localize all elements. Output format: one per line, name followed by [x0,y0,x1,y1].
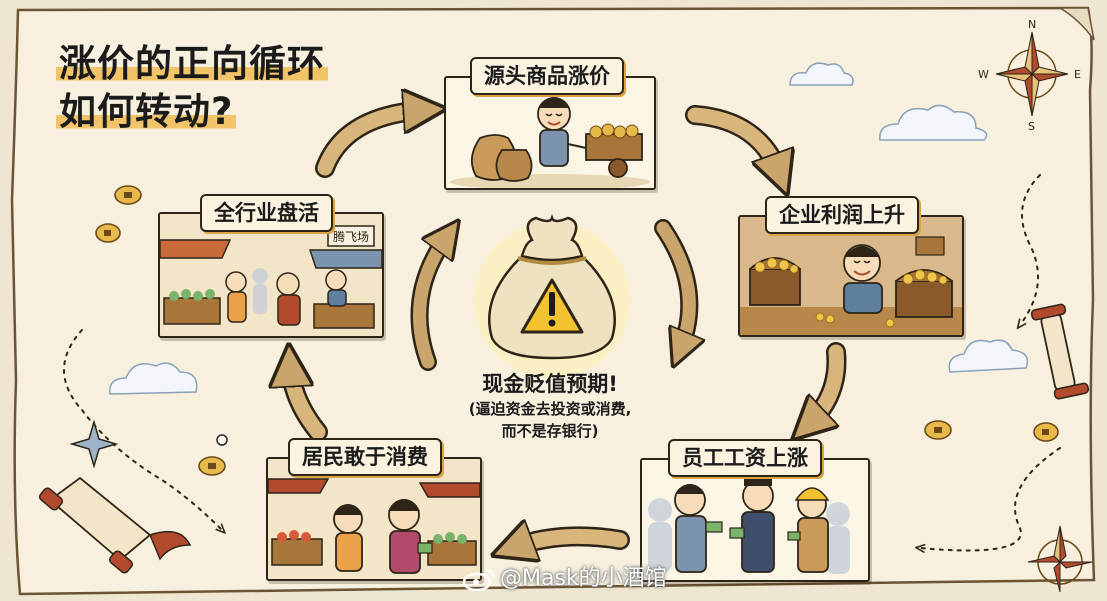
market-street-illustration: 腾飞场 [160,214,382,336]
treasure-boss-illustration [740,217,962,335]
center-message: 现金贬值预期! (逼迫资金去投资或消费, 而不是存银行) [430,370,670,442]
compass-west-label: W [978,68,989,81]
step-label-profit: 企业利润上升 [765,196,919,234]
compass-east-label: E [1074,68,1081,81]
compass-south-label: S [1028,120,1035,133]
center-sub-text-2: 而不是存银行) [430,420,670,442]
step-label-industry: 全行业盘活 [200,194,333,232]
page-title: 涨价的正向循环 如何转动? [56,40,328,136]
step-label-source-price: 源头商品涨价 [470,57,624,95]
watermark-text: @Mask的小酒馆 [500,566,667,591]
title-line-2: 如何转动? [56,90,236,133]
center-sub-text-1: (逼迫资金去投资或消费, [430,398,670,420]
shop-sign-text: 腾飞场 [333,229,369,244]
workers-illustration [642,460,868,580]
step-label-wages: 员工工资上涨 [668,439,822,477]
center-main-text: 现金贬值预期! [430,370,670,398]
weibo-logo-icon [462,567,496,591]
compass-north-label: N [1028,18,1036,31]
title-line-1: 涨价的正向循环 [56,42,328,85]
watermark: @Mask的小酒馆 [462,560,667,592]
market-shoppers-illustration [268,459,480,579]
step-label-consume: 居民敢于消费 [288,438,442,476]
